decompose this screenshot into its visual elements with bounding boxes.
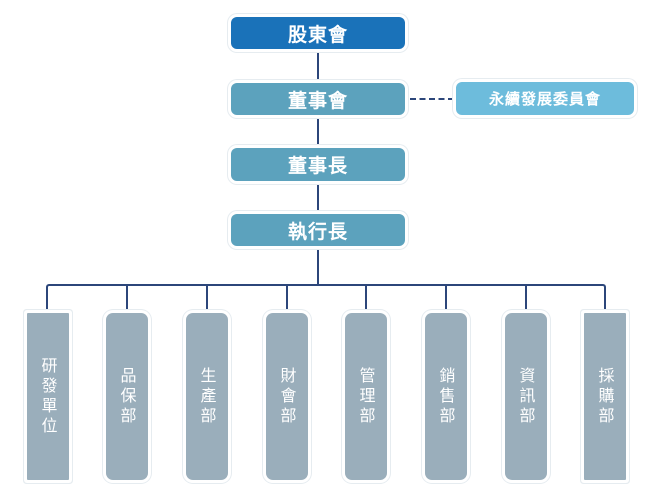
node-label: 執行長 xyxy=(287,220,348,243)
node-department: 生產部 xyxy=(186,313,228,480)
node-board-of-directors: 董事會 xyxy=(231,83,405,115)
connector-dept-6 xyxy=(445,284,447,313)
connector-dept-4 xyxy=(286,284,288,313)
node-department: 品保部 xyxy=(106,313,148,480)
connector-dept-1 xyxy=(46,284,52,314)
node-label: 股東會 xyxy=(287,23,348,46)
node-department: 銷售部 xyxy=(425,313,467,480)
department-label: 資訊部 xyxy=(516,366,536,427)
node-department: 管理部 xyxy=(345,313,387,480)
node-sustainability-committee: 永續發展委員會 xyxy=(456,82,634,115)
node-label: 永續發展委員會 xyxy=(488,90,601,108)
node-department: 研發單位 xyxy=(27,313,69,480)
connector-dept-2 xyxy=(126,284,128,313)
node-chairman: 董事長 xyxy=(231,148,405,181)
department-label: 品保部 xyxy=(117,366,137,427)
node-department: 採購部 xyxy=(584,313,626,480)
node-ceo: 執行長 xyxy=(231,214,405,246)
node-label: 董事長 xyxy=(287,155,348,177)
connector-dept-3 xyxy=(206,284,208,313)
connector-department-bus xyxy=(50,284,603,286)
department-label: 銷售部 xyxy=(436,366,456,427)
node-department: 資訊部 xyxy=(505,313,547,480)
node-label: 董事會 xyxy=(287,89,348,112)
connector-board-committee-dashed xyxy=(410,98,454,100)
node-department: 財會部 xyxy=(266,313,308,480)
connector-dept-7 xyxy=(525,284,527,313)
department-label: 財會部 xyxy=(277,366,297,427)
connector-chairman-ceo xyxy=(317,181,319,214)
department-label: 採購部 xyxy=(595,366,615,427)
connector-ceo-departments xyxy=(317,246,319,286)
connector-dept-5 xyxy=(365,284,367,313)
department-label: 生產部 xyxy=(197,366,217,427)
department-label: 研發單位 xyxy=(38,356,58,437)
department-label: 管理部 xyxy=(356,366,376,427)
connector-shareholders-board xyxy=(317,49,319,82)
connector-board-chairman xyxy=(317,115,319,148)
node-shareholders-meeting: 股東會 xyxy=(231,17,405,49)
connector-dept-8 xyxy=(599,284,606,314)
